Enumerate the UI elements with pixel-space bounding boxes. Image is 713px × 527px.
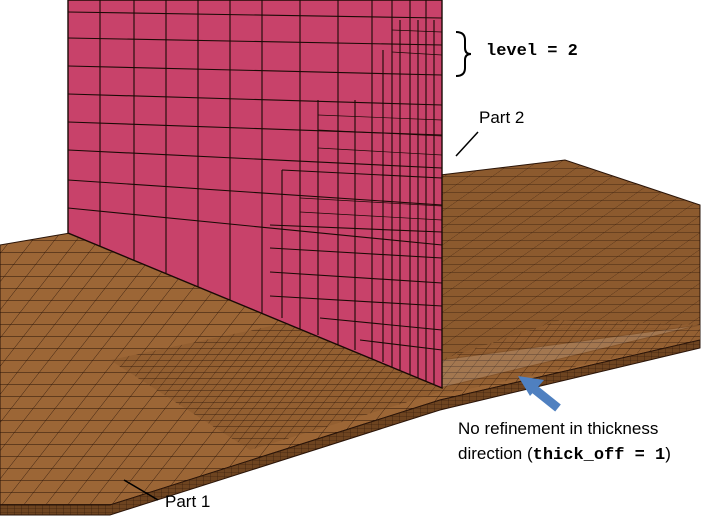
note-prefix: direction (: [458, 444, 533, 463]
thickness-arrow: [518, 376, 561, 412]
thickness-note: No refinement in thickness direction (th…: [458, 416, 671, 468]
part1-leader-line: [123, 479, 159, 501]
part1-label: Part 1: [165, 492, 211, 511]
thick-off-code: thick_off = 1: [532, 446, 666, 465]
part2-label: Part 2: [479, 108, 525, 127]
level-label: level = 2: [486, 42, 578, 61]
level-brace: [455, 31, 472, 77]
part2-leader-line: [455, 131, 479, 157]
part1-refined-zone-right: [440, 320, 700, 395]
note-suffix: ): [665, 444, 671, 463]
thickness-note-line2: direction (thick_off = 1): [458, 441, 671, 468]
thickness-note-line1: No refinement in thickness: [458, 419, 659, 438]
part2-wall: [67, 0, 443, 390]
